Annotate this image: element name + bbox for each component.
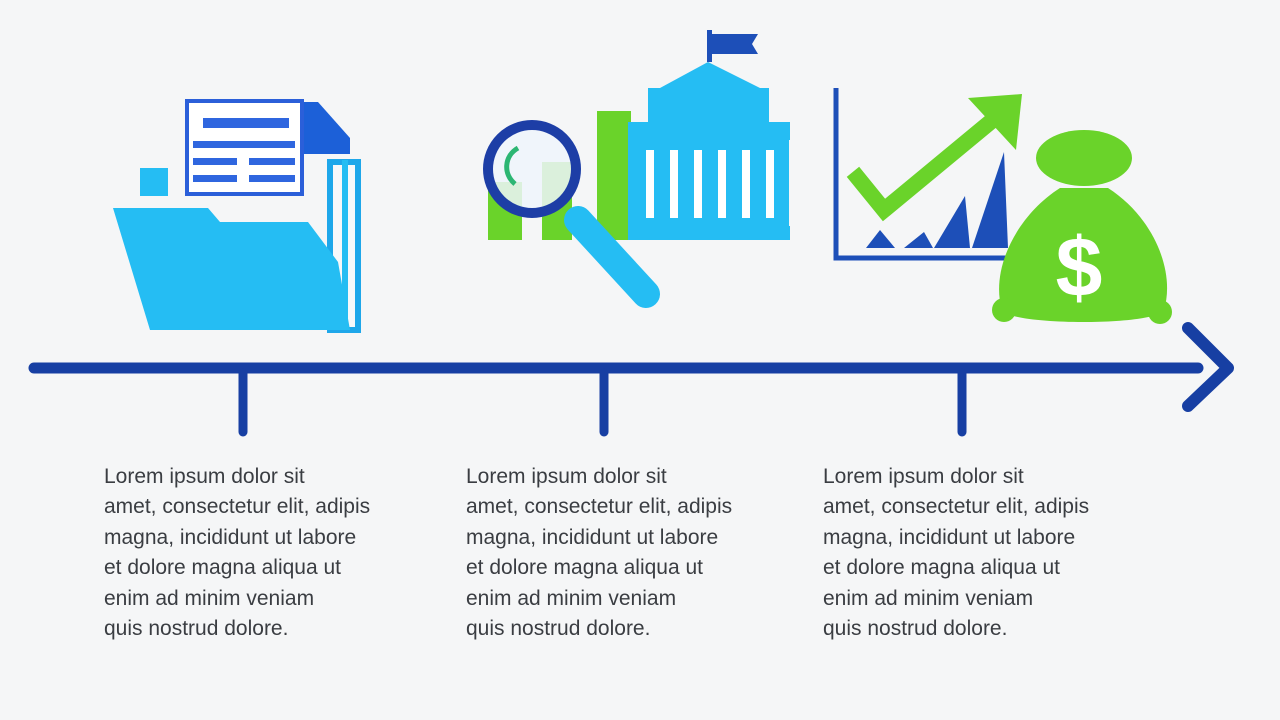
caption-line: enim ad minim veniam [104, 586, 315, 610]
milestone-caption-3: Lorem ipsum dolor sit amet, consectetur … [823, 462, 1123, 644]
caption-line: Lorem ipsum dolor sit [104, 465, 305, 488]
growth-chart-money-bag-icon: $ [833, 88, 1172, 324]
caption-line: enim ad minim veniam [466, 586, 677, 610]
caption-line: Lorem ipsum dolor sit [466, 465, 667, 488]
timeline-axis [28, 322, 1234, 437]
caption-line: magna, incididunt ut labore [466, 525, 719, 549]
caption-line: et dolore magna aliqua ut [104, 556, 341, 580]
caption-line: amet, consectetur elit, adipis [466, 495, 733, 519]
caption-line: magna, incididunt ut labore [104, 525, 357, 549]
caption-line: quis nostrud dolore. [466, 617, 651, 641]
caption-line: et dolore magna aliqua ut [823, 556, 1060, 580]
milestone-caption-2: Lorem ipsum dolor sit amet, consectetur … [466, 462, 766, 644]
caption-line: Lorem ipsum dolor sit [823, 465, 1024, 488]
caption-line: et dolore magna aliqua ut [466, 556, 703, 580]
caption-line: amet, consectetur elit, adipis [104, 495, 371, 519]
dollar-sign: $ [1056, 220, 1103, 314]
caption-line: amet, consectetur elit, adipis [823, 495, 1090, 519]
folder-document-icon [113, 99, 361, 333]
caption-line: quis nostrud dolore. [823, 617, 1008, 641]
caption-line: magna, incididunt ut labore [823, 525, 1076, 549]
caption-line: enim ad minim veniam [823, 586, 1034, 610]
magnifier-building-icon [483, 30, 790, 308]
caption-line: quis nostrud dolore. [104, 617, 289, 641]
milestone-caption-1: Lorem ipsum dolor sit amet, consectetur … [104, 462, 404, 644]
